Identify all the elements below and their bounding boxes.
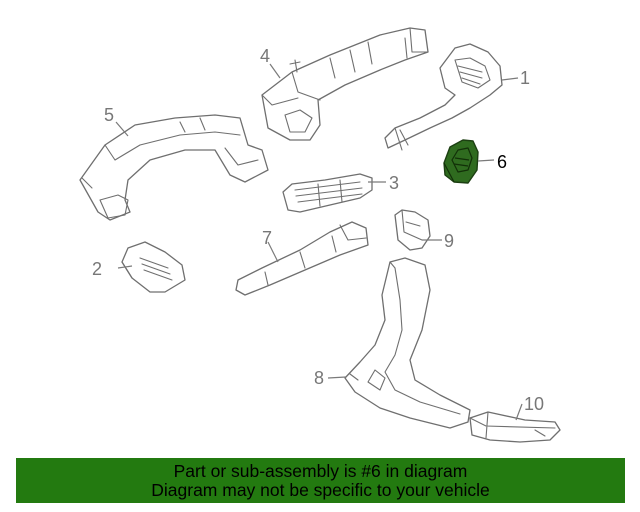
part-7-duct[interactable] [235, 221, 369, 296]
callout-7: 7 [262, 228, 272, 248]
part-10-duct[interactable] [469, 411, 561, 443]
part-9-duct[interactable] [394, 209, 431, 251]
leader-lines [115, 63, 523, 421]
part-2-vent[interactable] [121, 241, 186, 293]
callout-6: 6 [497, 152, 507, 172]
part-5-duct[interactable] [79, 114, 269, 221]
part-3-vent[interactable] [282, 173, 373, 213]
callout-1: 1 [520, 68, 530, 88]
callout-9: 9 [444, 231, 454, 251]
info-banner: Part or sub-assembly is #6 in diagram Di… [16, 458, 625, 503]
part-1-vent[interactable] [384, 43, 503, 151]
part-8-duct[interactable] [344, 257, 471, 429]
callout-10: 10 [524, 394, 544, 414]
callout-5: 5 [104, 105, 114, 125]
callout-8: 8 [314, 368, 324, 388]
parts-diagram: 1 2 3 4 5 6 7 8 9 10 [79, 27, 561, 443]
banner-line-1: Part or sub-assembly is #6 in diagram [173, 460, 468, 481]
callout-3: 3 [389, 173, 399, 193]
banner-line-2: Diagram may not be specific to your vehi… [151, 479, 490, 500]
callout-2: 2 [92, 259, 102, 279]
callout-4: 4 [260, 46, 270, 66]
part-4-duct[interactable] [261, 27, 429, 141]
part-6-highlighted[interactable] [443, 139, 479, 184]
